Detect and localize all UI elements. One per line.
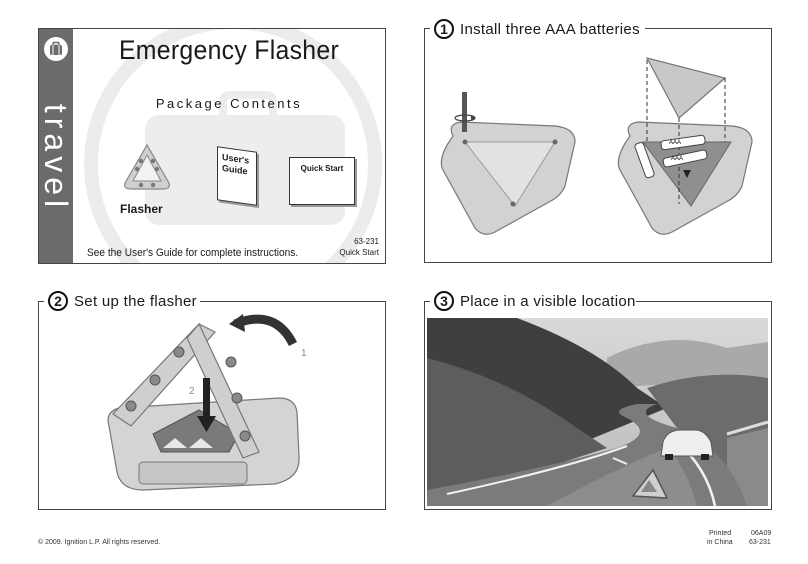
step-1-header: 1 Install three AAA batteries bbox=[430, 17, 648, 41]
step-2-top-rule-right bbox=[200, 301, 385, 302]
quick-start-card-label: Quick Start bbox=[300, 164, 344, 173]
package-contents-heading: Package Contents bbox=[155, 96, 303, 111]
step-1-top-rule bbox=[424, 28, 430, 29]
step-3-title: Place in a visible location bbox=[460, 292, 636, 310]
copyright-text: © 2009. Ignition L.P. All rights reserve… bbox=[38, 539, 161, 546]
step-3-top-rule-right bbox=[636, 301, 771, 302]
step-1-top-rule-right bbox=[645, 28, 771, 29]
arrow-1-label: 1 bbox=[301, 348, 307, 359]
battery-label-1: AAA bbox=[669, 140, 681, 146]
flasher-setup-illustration: 1 2 bbox=[107, 314, 307, 491]
step-2-title: Set up the flasher bbox=[74, 292, 197, 310]
car bbox=[660, 429, 714, 460]
quick-start-card: Quick Start bbox=[289, 157, 355, 205]
printed-label: Printed bbox=[709, 530, 732, 537]
aaa-batteries: AAA AAA bbox=[634, 134, 708, 179]
step-3-header: 3 Place in a visible location bbox=[430, 289, 644, 313]
users-guide-booklet: User's Guide bbox=[217, 146, 257, 206]
step-1-title: Install three AAA batteries bbox=[460, 20, 640, 38]
step-2-header: 2 Set up the flasher bbox=[44, 289, 205, 313]
road-scene-photo bbox=[427, 318, 768, 506]
step-2-number: 2 bbox=[48, 291, 68, 311]
product-title: Emergency Flasher bbox=[118, 35, 340, 65]
brand-sidebar: travel bbox=[38, 29, 74, 263]
base-unit-left bbox=[440, 121, 576, 235]
cover-model-number: 63-231 bbox=[354, 237, 379, 246]
step-3-top-rule bbox=[424, 301, 430, 302]
arrow-2-label: 2 bbox=[189, 386, 195, 397]
suitcase-icon bbox=[44, 37, 68, 61]
step-1-number: 1 bbox=[434, 19, 454, 39]
battery-install-illustration: AAA AAA bbox=[440, 57, 753, 235]
screwdriver-icon bbox=[454, 92, 476, 132]
cover-footer-text: See the User's Guide for complete instru… bbox=[87, 247, 299, 259]
country-label: in China bbox=[707, 539, 733, 546]
brand-vertical-text: travel bbox=[38, 103, 74, 213]
flasher-thumbnail bbox=[124, 143, 170, 190]
cover-doc-type: Quick Start bbox=[339, 248, 379, 257]
step-2-top-rule bbox=[38, 301, 44, 302]
flasher-label: Flasher bbox=[120, 202, 163, 216]
battery-cover bbox=[645, 57, 727, 204]
print-code: 06A09 bbox=[751, 530, 772, 537]
users-guide-label: User's Guide bbox=[222, 151, 250, 177]
step-3-number: 3 bbox=[434, 291, 454, 311]
flasher-on-road bbox=[631, 468, 669, 499]
battery-label-2: AAA bbox=[671, 156, 683, 162]
cover-panel: travel Emergency Flasher Package Content… bbox=[38, 28, 386, 264]
footer-model-number: 63-231 bbox=[749, 539, 771, 546]
